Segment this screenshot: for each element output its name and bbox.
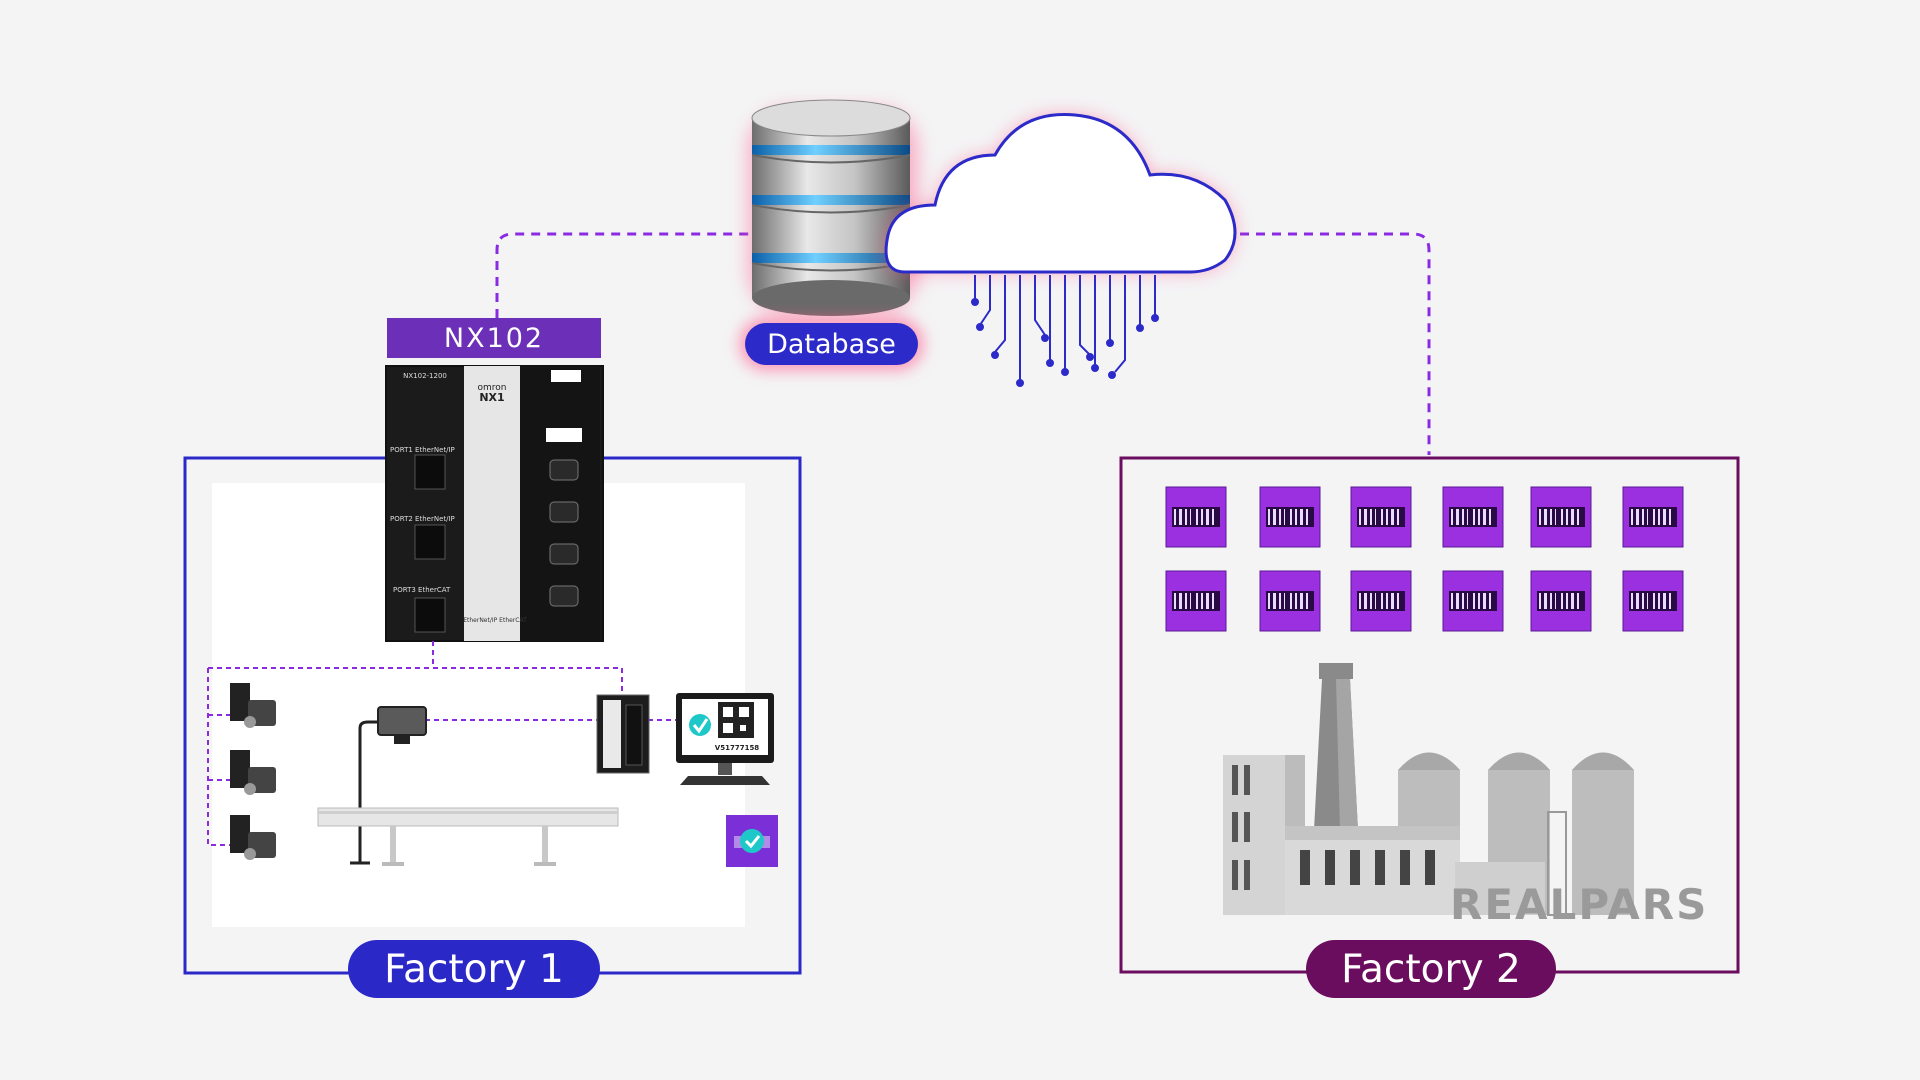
cloud-circuit-lines [971, 275, 1159, 387]
servo-motor-1 [230, 683, 276, 728]
factory2-barcode-grid [1165, 486, 1684, 632]
controller-model-text: NX102-1200 [403, 372, 447, 380]
barcode-tile [1622, 486, 1684, 548]
factory1-label: Factory 1 [348, 940, 600, 998]
barcode-tile [1350, 486, 1412, 548]
monitor-code-text: V51777158 [715, 744, 760, 752]
conveyor [317, 807, 619, 866]
barcode-tile [1259, 570, 1321, 632]
controller-brand-text: omron [478, 383, 507, 393]
servo-motor-3 [230, 815, 276, 860]
monitor-check-icon [689, 714, 711, 736]
nx102-controller-device: NX102-1200 omron NX1 PORT1 EtherNet/IP P… [385, 365, 604, 642]
servo-motor-2 [230, 750, 276, 795]
barcode-tile [1442, 486, 1504, 548]
cloud-icon [884, 113, 1237, 387]
watermark-part1: REAL [1450, 880, 1579, 929]
io-module [596, 694, 650, 774]
controller-port2-text: PORT2 EtherNet/IP [390, 515, 455, 523]
controller-port1-text: PORT1 EtherNet/IP [390, 446, 455, 454]
controller-label: NX102 [387, 318, 601, 358]
controller-port3-text: PORT3 EtherCAT [393, 586, 451, 594]
factory1-network-lines [207, 641, 676, 846]
database-icon [748, 99, 918, 316]
watermark-part2: PARS [1578, 880, 1709, 929]
barcode-tile [1530, 570, 1592, 632]
cloud-to-factory2-line [1240, 232, 1431, 455]
database-label: Database [745, 323, 918, 365]
barcode-tile [1165, 486, 1227, 548]
barcode-tile [1259, 486, 1321, 548]
connector-lines [495, 232, 1431, 455]
factory-building [1223, 663, 1634, 916]
verified-box-icon [726, 815, 778, 867]
barcode-tile [1622, 570, 1684, 632]
inspection-monitor: V51777158 [676, 693, 774, 785]
barcode-tile [1442, 570, 1504, 632]
barcode-tile [1530, 486, 1592, 548]
barcode-tile [1350, 570, 1412, 632]
factory2-label: Factory 2 [1306, 940, 1556, 998]
controller-series-text: NX1 [479, 391, 504, 404]
vision-camera [350, 706, 427, 865]
barcode-tile [1165, 570, 1227, 632]
realpars-watermark: REALPARS [1450, 880, 1708, 929]
controller-protocols-text: EtherNet/IP EtherCAT [463, 617, 527, 624]
controller-to-database-line [495, 232, 790, 318]
